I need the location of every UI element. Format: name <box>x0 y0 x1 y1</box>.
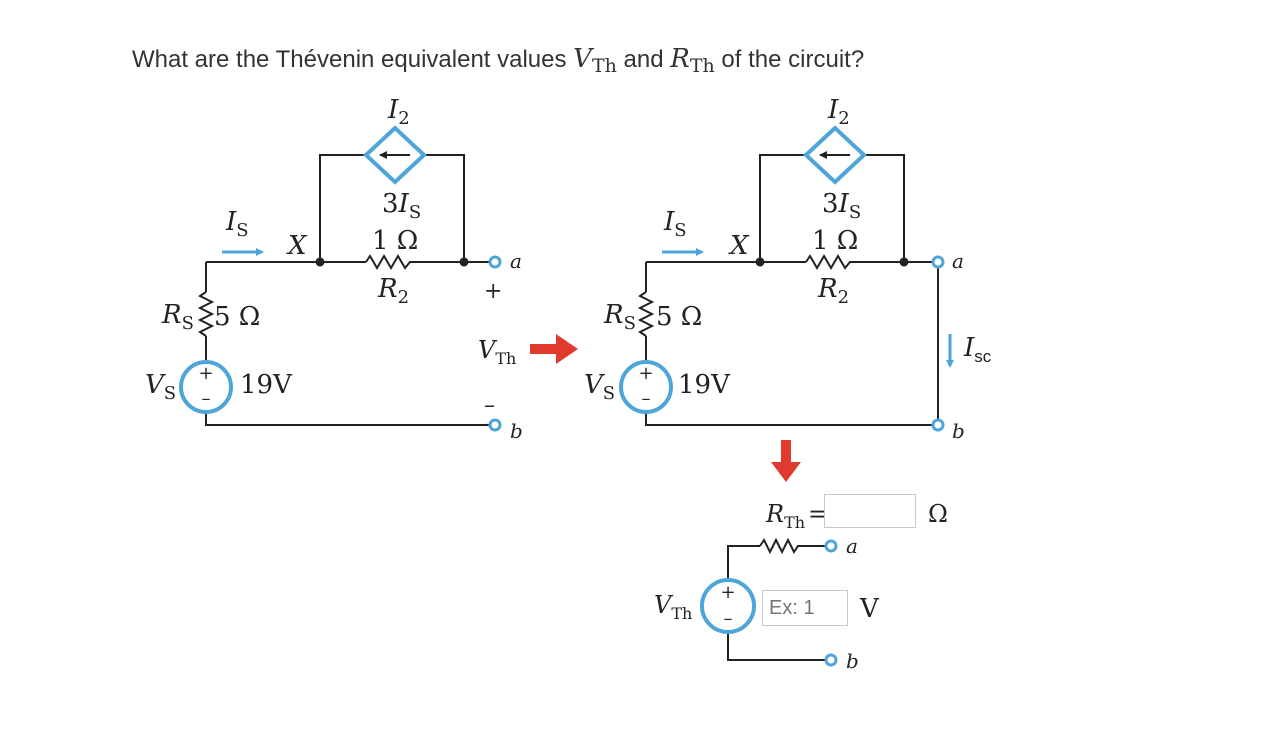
terminal-b-label-right: b <box>952 419 965 443</box>
rth-equals: = <box>808 500 828 528</box>
vth-minus-left: – <box>484 393 495 418</box>
rth-answer-input[interactable] <box>824 494 916 528</box>
vth-label-thevenin: VTh <box>654 591 692 623</box>
red-arrow-down <box>771 440 801 482</box>
is-label-left: IS <box>225 207 249 241</box>
voltage-source-left: + – <box>179 360 233 414</box>
terminal-b-right <box>931 418 945 432</box>
terminal-a-left <box>488 255 502 269</box>
right-circuit <box>637 154 939 426</box>
question-text: What are the Thévenin equivalent values … <box>132 44 865 77</box>
terminal-a-label-right: a <box>952 249 964 273</box>
vth-answer-input[interactable] <box>762 590 848 626</box>
voltage-source-right: + – <box>619 360 673 414</box>
svg-text:–: – <box>642 388 651 409</box>
dep-label-left: I2 <box>387 95 410 129</box>
vth-plus-left: + <box>484 279 502 304</box>
rth-label: RTh <box>765 500 805 532</box>
red-arrow-right <box>530 334 578 364</box>
vs-name-right: VS <box>584 370 615 404</box>
rs-name-left: RS <box>161 300 194 334</box>
node-x-dot-right <box>755 257 765 267</box>
svg-text:+: + <box>720 582 735 603</box>
node-x-label-right: X <box>728 231 750 261</box>
terminal-b-label-thevenin: b <box>846 649 859 673</box>
terminal-b-thevenin <box>824 653 838 667</box>
r2-name-left: R2 <box>377 274 409 308</box>
node-x-label-left: X <box>286 231 308 261</box>
svg-text:–: – <box>202 388 211 409</box>
thevenin-equivalent <box>727 537 826 661</box>
dep-label-right: I2 <box>827 95 850 129</box>
vth-label-left: VTh <box>478 336 516 368</box>
terminal-a-right <box>931 255 945 269</box>
dep-value-left: 3IS <box>382 189 421 223</box>
isc-label: Isc <box>963 333 992 366</box>
svg-text:+: + <box>198 363 213 384</box>
dependent-source-left <box>363 125 427 185</box>
terminal-a-label-left: a <box>510 249 522 273</box>
terminal-a-label-thevenin: a <box>846 534 858 558</box>
rs-name-right: RS <box>603 300 636 334</box>
terminal-a-thevenin <box>824 539 838 553</box>
terminal-b-label-left: b <box>510 419 523 443</box>
r2-name-right: R2 <box>817 274 849 308</box>
is-label-right: IS <box>663 207 687 241</box>
vs-name-left: VS <box>145 370 176 404</box>
svg-text:–: – <box>724 608 733 629</box>
dep-value-right: 3IS <box>822 189 861 223</box>
terminal-b-left <box>488 418 502 432</box>
rth-unit: Ω <box>928 500 948 528</box>
r2-value-left: 1 Ω <box>372 226 418 256</box>
rs-value-right: 5 Ω <box>656 302 702 332</box>
node-dot-right <box>899 257 909 267</box>
r2-value-right: 1 Ω <box>812 226 858 256</box>
dependent-source-right <box>803 125 867 185</box>
vth-unit: V <box>859 594 880 624</box>
vth-source: + – <box>700 578 756 634</box>
svg-text:+: + <box>638 363 653 384</box>
node-x-dot <box>315 257 325 267</box>
vs-value-right: 19V <box>678 370 731 400</box>
left-circuit <box>197 154 490 426</box>
rs-value-left: 5 Ω <box>214 302 260 332</box>
node-dot <box>459 257 469 267</box>
vs-value-left: 19V <box>240 370 293 400</box>
